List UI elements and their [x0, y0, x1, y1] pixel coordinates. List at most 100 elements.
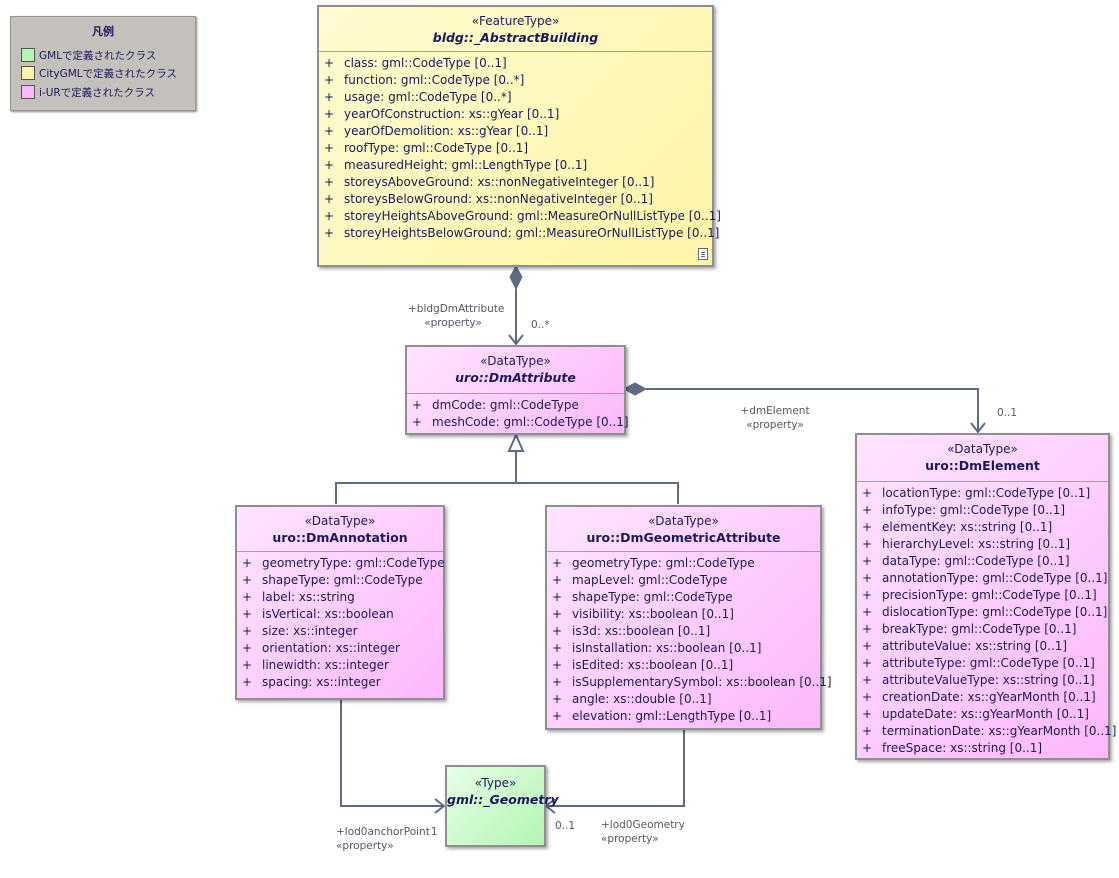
role-name: +lod0anchorPoint1 [336, 825, 438, 839]
attribute-text: orientation: xs::integer [262, 641, 400, 655]
attribute-row[interactable]: +storeyHeightsAboveGround: gml::MeasureO… [319, 208, 721, 225]
visibility-marker: + [324, 124, 335, 138]
attribute-row[interactable]: +infoType: gml::CodeType [0..1] [857, 502, 1108, 519]
role-name: +lod0Geometry [601, 819, 685, 831]
attribute-row[interactable]: +storeysBelowGround: xs::nonNegativeInte… [319, 191, 712, 208]
attribute-row[interactable]: +linewidth: xs::integer [237, 657, 443, 674]
attribute-row[interactable]: +breakType: gml::CodeType [0..1] [857, 621, 1108, 638]
attribute-row[interactable]: +annotationType: gml::CodeType [0..1] [857, 570, 1108, 587]
lod0-geometry-connector[interactable] [546, 729, 685, 807]
visibility-marker: + [552, 624, 563, 638]
attribute-text: spacing: xs::integer [262, 675, 381, 689]
attribute-list: +dmCode: gml::CodeType+meshCode: gml::Co… [407, 394, 629, 431]
attribute-row[interactable]: +freeSpace: xs::string [0..1] [857, 740, 1108, 757]
class-dm-attribute[interactable]: «DataType» uro::DmAttribute +dmCode: gml… [405, 345, 629, 435]
attribute-row[interactable]: +function: gml::CodeType [0..*] [319, 72, 712, 89]
attribute-text: yearOfDemolition: xs::gYear [0..1] [344, 124, 549, 138]
note-icon[interactable] [698, 248, 708, 260]
attribute-row[interactable]: +elevation: gml::LengthType [0..1] [547, 708, 820, 725]
lod0-anchor-point-connector[interactable] [340, 699, 444, 807]
attribute-text: updateDate: xs::gYearMonth [0..1] [882, 707, 1089, 721]
generalization-triangle [507, 432, 525, 452]
class-header: «Type» gml::_Geometry [447, 767, 559, 847]
attribute-text: infoType: gml::CodeType [0..1] [882, 503, 1066, 517]
attribute-row[interactable]: +attributeValueType: xs::string [0..1] [857, 672, 1108, 689]
legend-label-citygml: CityGMLで定義されたクラス [39, 67, 177, 80]
attribute-row[interactable]: +meshCode: gml::CodeType [0..1] [407, 414, 629, 431]
attribute-row[interactable]: +attributeValue: xs::string [0..1] [857, 638, 1108, 655]
attribute-row[interactable]: + yearOfDemolition: xs::gYear [0..1] [319, 123, 712, 140]
attribute-row[interactable]: +usage: gml::CodeType [0..*] [319, 89, 712, 106]
attribute-row[interactable]: +attributeType: gml::CodeType [0..1] [857, 655, 1108, 672]
attribute-row[interactable]: +shapeType: gml::CodeType [237, 572, 443, 589]
attribute-row[interactable]: +storeyHeightsBelowGround: gml::MeasureO… [319, 225, 719, 242]
attribute-text: usage: gml::CodeType [0..*] [344, 90, 512, 104]
generalization-branches[interactable] [335, 482, 679, 504]
attribute-list: +geometryType: gml::CodeType+shapeType: … [237, 552, 445, 691]
visibility-marker: + [552, 709, 563, 723]
dm-element-arrowhead [970, 422, 986, 434]
attribute-row[interactable]: +dislocationType: gml::CodeType [0..1] [857, 604, 1108, 621]
attribute-row[interactable]: +isInstallation: xs::boolean [0..1] [547, 640, 820, 657]
class-dm-annotation[interactable]: «DataType» uro::DmAnnotation +geometryTy… [235, 505, 445, 700]
role-multiplicity: 1 [430, 826, 438, 838]
role-name: +bldgDmAttribute [408, 303, 505, 315]
attribute-text: terminationDate: xs::gYearMonth [0..1] [882, 724, 1117, 738]
attribute-row[interactable]: +is3d: xs::boolean [0..1] [547, 623, 820, 640]
attribute-row[interactable]: + mapLevel: gml::CodeType [547, 572, 820, 589]
visibility-marker: + [324, 73, 335, 87]
role-stereotype: «property» [424, 317, 482, 329]
legend-title: 凡例 [92, 25, 114, 38]
dm-element-connector[interactable] [646, 388, 979, 432]
attribute-row[interactable]: +isVertical: xs::boolean [237, 606, 443, 623]
class-dm-element[interactable]: «DataType» uro::DmElement +locationType:… [855, 433, 1116, 760]
attribute-row[interactable]: +isEdited: xs::boolean [0..1] [547, 657, 820, 674]
visibility-marker: + [324, 158, 335, 172]
legend-item-gml: GMLで定義されたクラス [21, 47, 156, 63]
attribute-text: dataType: gml::CodeType [0..1] [882, 554, 1070, 568]
attribute-row[interactable]: +terminationDate: xs::gYearMonth [0..1] [857, 723, 1116, 740]
visibility-marker: + [552, 573, 563, 587]
attribute-row[interactable]: +locationType: gml::CodeType [0..1] [857, 485, 1108, 502]
role-text: +lod0anchorPoint [336, 826, 430, 838]
attribute-row[interactable]: +dataType: gml::CodeType [0..1] [857, 553, 1108, 570]
class-abstract-building[interactable]: «FeatureType» bldg::_AbstractBuilding +c… [317, 5, 721, 267]
attribute-row[interactable]: +geometryType: gml::CodeType [547, 555, 820, 572]
attribute-row[interactable]: +orientation: xs::integer [237, 640, 443, 657]
attribute-row[interactable]: +measuredHeight: gml::LengthType [0..1] [319, 157, 712, 174]
attribute-text: annotationType: gml::CodeType [0..1] [882, 571, 1108, 585]
attribute-row[interactable]: +hierarchyLevel: xs::string [0..1] [857, 536, 1108, 553]
attribute-text: freeSpace: xs::string [0..1] [882, 741, 1043, 755]
composition-diamond-building [509, 264, 523, 291]
attribute-text: meshCode: gml::CodeType [0..1] [432, 415, 629, 429]
attribute-row[interactable]: +roofType: gml::CodeType [0..1] [319, 140, 712, 157]
attribute-row[interactable]: +yearOfConstruction: xs::gYear [0..1] [319, 106, 712, 123]
visibility-marker: + [862, 673, 873, 687]
attribute-row[interactable]: +elementKey: xs::string [0..1] [857, 519, 1108, 536]
attribute-row[interactable]: +isSupplementarySymbol: xs::boolean [0..… [547, 674, 832, 691]
attribute-row[interactable]: +class: gml::CodeType [0..1] [319, 55, 712, 72]
attribute-text: shapeType: gml::CodeType [262, 573, 423, 587]
attribute-row[interactable]: +visibility: xs::boolean [0..1] [547, 606, 820, 623]
attribute-text: mapLevel: gml::CodeType [572, 573, 728, 587]
class-geometry[interactable]: «Type» gml::_Geometry [445, 765, 559, 847]
attribute-row[interactable]: +geometryType: gml::CodeType [237, 555, 445, 572]
class-name: uro::DmAnnotation [272, 530, 408, 545]
attribute-row[interactable]: +label: xs::string [237, 589, 443, 606]
attribute-row[interactable]: +updateDate: xs::gYearMonth [0..1] [857, 706, 1108, 723]
attribute-row[interactable]: +angle: xs::double [0..1] [547, 691, 820, 708]
composition-diamond-dm-attribute [622, 382, 648, 396]
class-dm-geometric-attribute[interactable]: «DataType» uro::DmGeometricAttribute +ge… [545, 505, 832, 730]
class-stereotype: «DataType» [480, 354, 551, 368]
bldg-dm-attribute-arrowhead [508, 334, 524, 346]
attribute-text: breakType: gml::CodeType [0..1] [882, 622, 1077, 636]
attribute-text: storeyHeightsAboveGround: gml::MeasureOr… [344, 209, 721, 223]
attribute-row[interactable]: +shapeType: gml::CodeType [547, 589, 820, 606]
attribute-row[interactable]: +size: xs::integer [237, 623, 443, 640]
attribute-row[interactable]: +dmCode: gml::CodeType [407, 397, 624, 414]
attribute-row[interactable]: +storeysAboveGround: xs::nonNegativeInte… [319, 174, 712, 191]
attribute-row[interactable]: +precisionType: gml::CodeType [0..1] [857, 587, 1108, 604]
attribute-row[interactable]: +spacing: xs::integer [237, 674, 443, 691]
legend-item-citygml: CityGMLで定義されたクラス [21, 65, 177, 81]
attribute-row[interactable]: +creationDate: xs::gYearMonth [0..1] [857, 689, 1108, 706]
